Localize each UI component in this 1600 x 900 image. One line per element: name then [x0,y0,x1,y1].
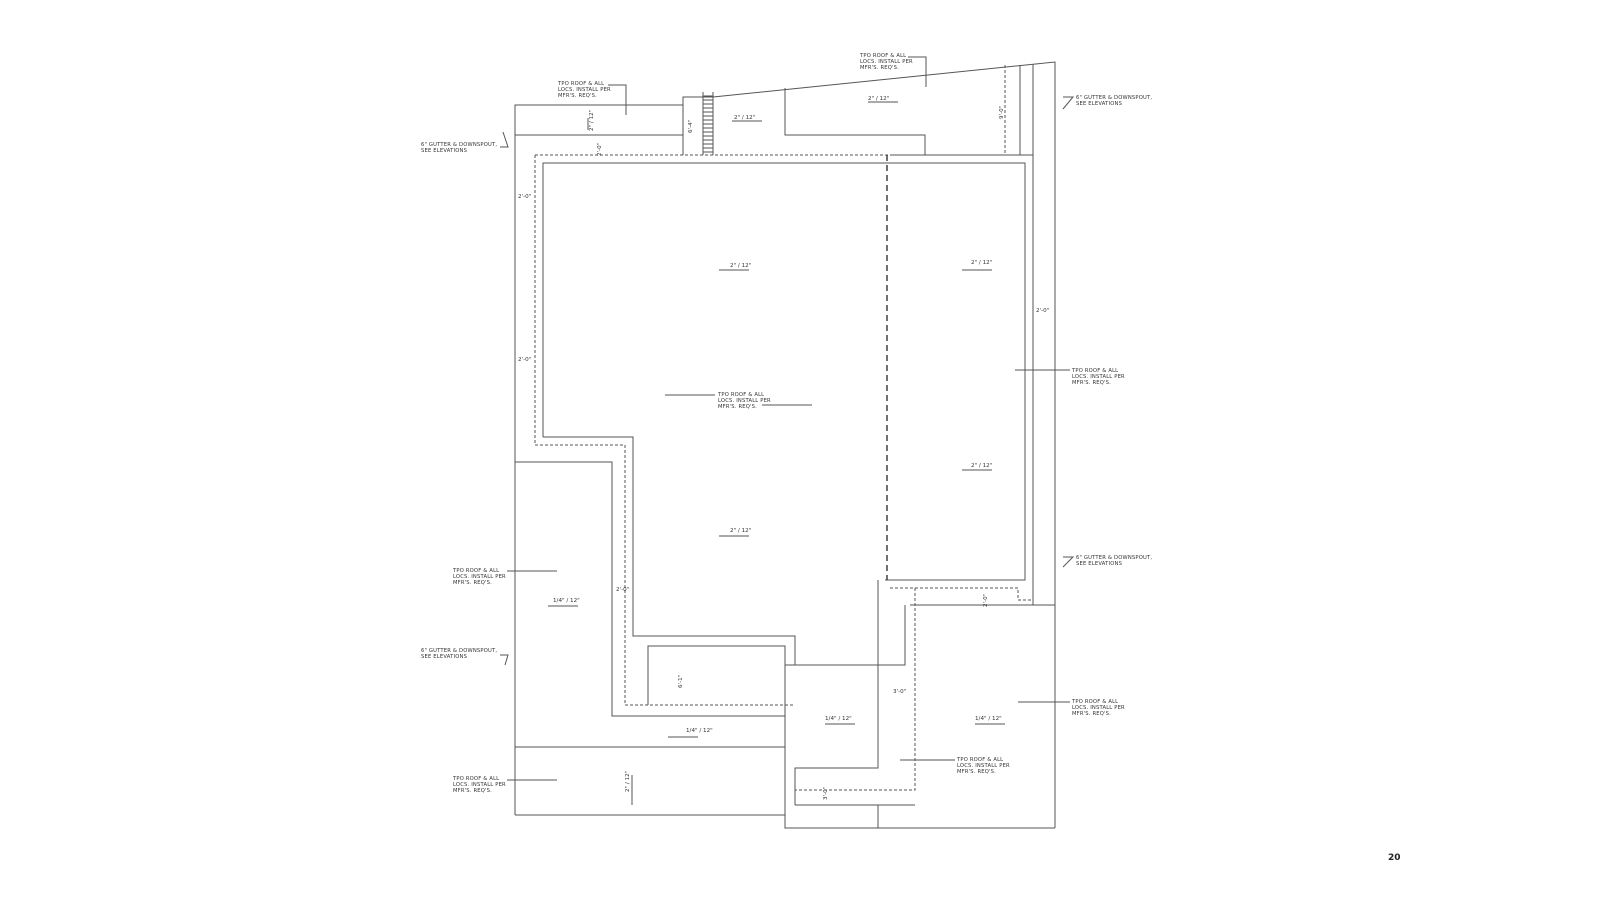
dimension-label: 2'-0" [518,357,532,363]
svg-text:TPO ROOF & ALL: TPO ROOF & ALL [1071,699,1118,705]
svg-text:SEE ELEVATIONS: SEE ELEVATIONS [421,654,467,660]
slope-arrows [548,101,1005,805]
svg-text:MFR'S. REQ'S.: MFR'S. REQ'S. [1072,711,1111,717]
note-gutter-top-right: 6" GUTTER & DOWNSPOUT,SEE ELEVATIONS [1076,95,1152,107]
slope-label: 2" / 12" [868,96,890,102]
dimension-label: 6'-4" [688,119,694,133]
slope-label: 1/4" / 12" [825,716,852,722]
dimension-label: 3'-0" [893,689,907,695]
slope-label: 2" / 12" [971,260,993,266]
svg-text:LOCS. INSTALL PER: LOCS. INSTALL PER [957,763,1010,769]
svg-text:TPO ROOF & ALL: TPO ROOF & ALL [859,53,906,59]
svg-text:LOCS. INSTALL PER: LOCS. INSTALL PER [860,59,913,65]
svg-text:MFR'S. REQ'S.: MFR'S. REQ'S. [558,93,597,99]
svg-text:TPO ROOF & ALL: TPO ROOF & ALL [1071,368,1118,374]
svg-text:TPO ROOF & ALL: TPO ROOF & ALL [557,81,604,87]
svg-text:6" GUTTER & DOWNSPOUT,: 6" GUTTER & DOWNSPOUT, [421,142,497,148]
svg-text:SEE ELEVATIONS: SEE ELEVATIONS [1076,561,1122,567]
slope-label: 2" / 12" [730,528,752,534]
roof-outlines [500,56,1075,829]
svg-text:LOCS. INSTALL PER: LOCS. INSTALL PER [718,398,771,404]
svg-text:MFR'S. REQ'S.: MFR'S. REQ'S. [1072,380,1111,386]
note-gutter-left: 6" GUTTER & DOWNSPOUT,SEE ELEVATIONS [421,648,497,660]
svg-text:MFR'S. REQ'S.: MFR'S. REQ'S. [453,580,492,586]
svg-text:MFR'S. REQ'S.: MFR'S. REQ'S. [718,404,757,410]
slope-label: 2" / 12" [625,770,631,792]
svg-text:LOCS. INSTALL PER: LOCS. INSTALL PER [453,782,506,788]
svg-text:TPO ROOF & ALL: TPO ROOF & ALL [452,776,499,782]
page-number: 20 [1388,853,1401,863]
svg-text:TPO ROOF & ALL: TPO ROOF & ALL [717,392,764,398]
svg-text:MFR'S. REQ'S.: MFR'S. REQ'S. [860,65,899,71]
dimension-label: 9'-0" [999,105,1005,119]
slope-label: 2" / 12" [971,463,993,469]
slope-label: 1/4" / 12" [975,716,1002,722]
dimension-label: 2'-0" [1036,308,1050,314]
dimension-label: 2'-0" [616,587,630,593]
svg-text:MFR'S. REQ'S.: MFR'S. REQ'S. [957,769,996,775]
svg-text:6" GUTTER & DOWNSPOUT,: 6" GUTTER & DOWNSPOUT, [1076,555,1152,561]
svg-text:LOCS. INSTALL PER: LOCS. INSTALL PER [558,87,611,93]
note-gutter-right: 6" GUTTER & DOWNSPOUT,SEE ELEVATIONS [1076,555,1152,567]
svg-text:TPO ROOF & ALL: TPO ROOF & ALL [452,568,499,574]
dimension-label: 2'-0" [597,142,603,156]
svg-text:MFR'S. REQ'S.: MFR'S. REQ'S. [453,788,492,794]
dimension-label: 2'-0" [983,593,989,607]
svg-text:6" GUTTER & DOWNSPOUT,: 6" GUTTER & DOWNSPOUT, [1076,95,1152,101]
dimension-label: 6'-1" [678,674,684,688]
roof-ladder [702,92,714,155]
slope-label: 1/4" / 12" [686,728,713,734]
slope-label: 1/4" / 12" [553,598,580,604]
slope-label: 2" / 12" [734,115,756,121]
svg-text:SEE ELEVATIONS: SEE ELEVATIONS [1076,101,1122,107]
svg-text:TPO ROOF & ALL: TPO ROOF & ALL [956,757,1003,763]
svg-text:LOCS. INSTALL PER: LOCS. INSTALL PER [1072,374,1125,380]
dimension-label: 2'-0" [518,194,532,200]
svg-text:SEE ELEVATIONS: SEE ELEVATIONS [421,148,467,154]
slope-label: 2" / 12" [589,109,595,131]
svg-text:6" GUTTER & DOWNSPOUT,: 6" GUTTER & DOWNSPOUT, [421,648,497,654]
note-gutter-top-left: 6" GUTTER & DOWNSPOUT,SEE ELEVATIONS [421,142,497,154]
dimension-label: 3'-0" [823,786,829,800]
slope-label: 2" / 12" [730,263,752,269]
svg-text:LOCS. INSTALL PER: LOCS. INSTALL PER [1072,705,1125,711]
svg-text:LOCS. INSTALL PER: LOCS. INSTALL PER [453,574,506,580]
